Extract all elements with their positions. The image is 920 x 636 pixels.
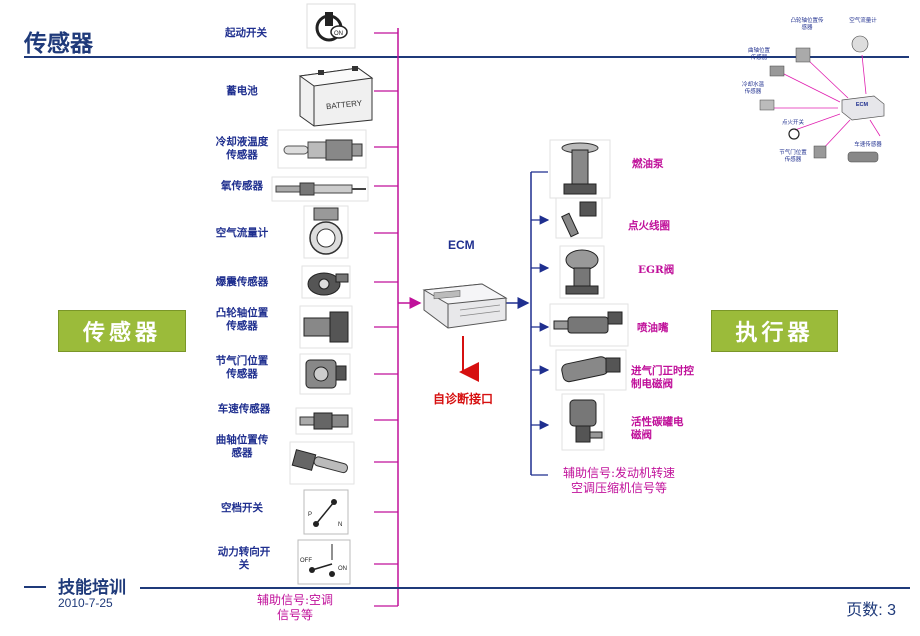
canister-solenoid-icon: [561, 393, 605, 451]
svg-text:N: N: [338, 522, 342, 528]
page-number-value: 3: [887, 602, 896, 619]
inset-part-7: [847, 151, 879, 163]
sensor-branches: [374, 32, 398, 607]
battery-text: BATTERY: [326, 98, 364, 111]
inset-part-6: [813, 145, 827, 159]
actuator-label-vvt-solenoid: 进气门正时控制电磁阀: [631, 365, 694, 390]
inset-part-5: [788, 128, 800, 140]
vehicle-speed-sensor-icon: [295, 407, 353, 435]
inset-label-crank: 曲轴位置传感器: [747, 48, 770, 61]
ignition-coil-icon: [555, 197, 603, 239]
footer-title: 技能培训: [58, 578, 126, 598]
fuel-pump-icon: [549, 139, 611, 199]
inset-part-4: [759, 99, 775, 111]
page-title: 传感器: [24, 31, 93, 57]
footer-date: 2010-7-25: [58, 596, 113, 610]
sensor-label-air-flow: 空气流量计: [215, 227, 269, 239]
actuators-group-label: 执行器: [711, 310, 838, 352]
throttle-position-sensor-icon: [299, 353, 351, 395]
power-steering-switch-icon: OFF ON: [297, 539, 351, 585]
inset-label-coolant: 冷却水温传感器: [741, 82, 764, 95]
footer-dash: [24, 586, 46, 588]
actuator-label-egr-valve: EGR阀: [638, 264, 675, 276]
sensor-label-knock: 爆震传感器: [215, 276, 269, 288]
inset-part-2: [851, 35, 869, 53]
sensor-aux-signal-label: 辅助信号:空调信号等: [256, 593, 334, 622]
inset-label-ecm: ECM: [855, 102, 869, 108]
actuator-branches: [531, 171, 550, 476]
svg-text:OFF: OFF: [300, 558, 312, 564]
inset-label-throttle: 节气门位置传感器: [779, 150, 807, 163]
actuator-label-canister-solenoid: 活性碳罐电磁阀: [631, 416, 684, 441]
sensor-label-vehicle-speed: 车速传感器: [217, 403, 271, 415]
air-flow-meter-icon: [303, 205, 349, 259]
sensor-label-throttle: 节气门位置传感器: [215, 355, 269, 380]
battery-icon: BATTERY: [298, 66, 374, 127]
neutral-switch-icon: P N: [303, 489, 349, 535]
sensor-label-camshaft: 凸轮轴位置传感器: [215, 307, 269, 332]
actuators-group-text: 执行器: [735, 321, 814, 346]
crankshaft-sensor-icon: [289, 441, 355, 485]
svg-text:ON: ON: [334, 31, 343, 37]
sensor-label-crankshaft: 曲轴位置传感器: [215, 434, 269, 459]
inset-part-1: [795, 47, 811, 63]
inset-label-ignition: 点火开关: [781, 120, 804, 126]
knock-sensor-icon: [301, 265, 351, 299]
ecm-label: ECM: [448, 238, 475, 252]
oxygen-sensor-icon: [271, 176, 369, 202]
actuator-aux-signal-label: 辅助信号:发动机转速空调压缩机信号等: [562, 466, 676, 495]
sensors-group-text: 传感器: [82, 321, 161, 346]
sensor-label-battery: 蓄电池: [226, 85, 258, 97]
sensors-group-label: 传感器: [58, 310, 186, 352]
svg-text:P: P: [308, 512, 312, 518]
coolant-temp-sensor-icon: [277, 129, 367, 169]
page-number: 页数: 3: [846, 596, 896, 620]
svg-text:ON: ON: [338, 566, 347, 572]
sensor-label-power-steering: 动力转向开关: [217, 546, 271, 571]
actuator-label-fuel-pump: 燃油泵: [632, 158, 664, 170]
camshaft-sensor-icon: [299, 305, 353, 349]
sensor-label-oxygen: 氧传感器: [221, 180, 263, 192]
sensor-label-coolant-temp: 冷却液温度传感器: [215, 136, 269, 161]
injector-icon: [549, 303, 629, 347]
page-number-label: 页数:: [846, 602, 883, 619]
sensor-label-start-switch: 起动开关: [225, 27, 267, 39]
footer-divider: [140, 587, 910, 589]
egr-valve-icon: [559, 245, 605, 299]
vvt-solenoid-icon: [555, 349, 627, 391]
inset-ecm-icon: [841, 95, 885, 121]
ignition-switch-icon: ON: [306, 3, 356, 49]
sensor-label-neutral-switch: 空档开关: [221, 502, 263, 514]
inset-part-3: [769, 65, 785, 77]
inset-label-camshaft: 凸轮轴位置传感器: [790, 18, 824, 31]
inset-label-speed: 车速传感器: [854, 142, 882, 148]
diagnostic-port-label: 自诊断接口: [433, 392, 494, 406]
actuator-label-injector: 喷油嘴: [637, 322, 669, 334]
actuator-label-ignition-coil: 点火线圈: [628, 220, 670, 232]
inset-label-airflow: 空气流量计: [849, 18, 877, 24]
title-divider: [24, 56, 909, 58]
